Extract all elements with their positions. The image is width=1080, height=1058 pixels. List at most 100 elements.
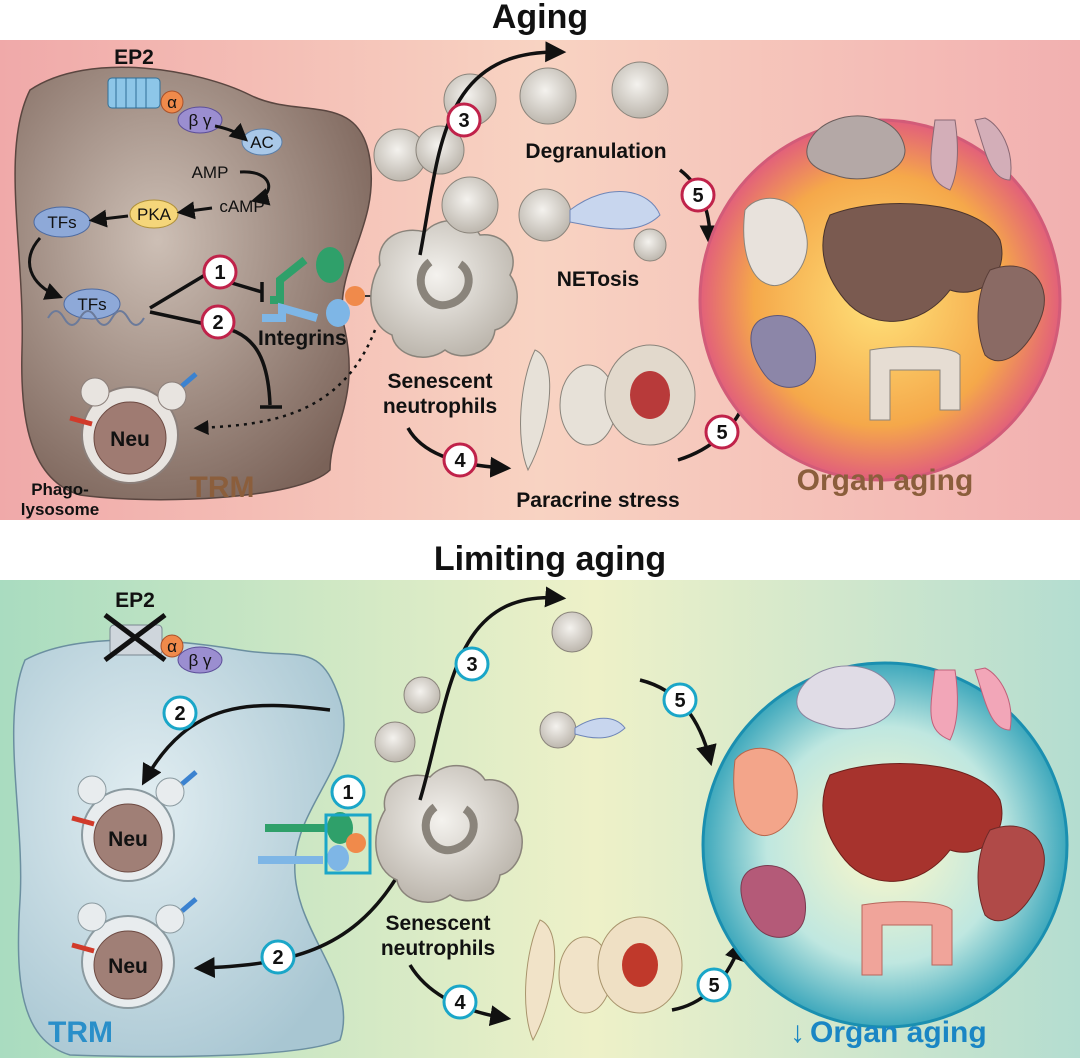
muscle-icon — [977, 265, 1045, 362]
tfs-label-lower: TFs — [77, 295, 106, 314]
beta-gamma-label-top: β γ — [188, 111, 212, 130]
organ-aging-label-top: Organ aging — [797, 464, 974, 497]
heart-icon — [743, 197, 808, 286]
pka-label: PKA — [137, 205, 172, 224]
g-alpha-subunit-bottom — [160, 634, 184, 658]
organs-top — [743, 115, 1045, 421]
ep2-label-bottom: EP2 — [115, 589, 155, 612]
senescent-label-top-line2: neutrophils — [383, 395, 497, 418]
alpha-label-top: α — [167, 93, 177, 112]
arrow-tfs-to-dna — [28, 236, 64, 300]
netosis-cells — [518, 188, 667, 262]
blocked-integrin-box — [324, 813, 372, 875]
phagolysosome-bottom-upper — [71, 770, 198, 882]
svg-text:3: 3 — [466, 654, 477, 676]
step-badge-3-top: 3 — [446, 102, 482, 138]
g-beta-gamma-top — [177, 106, 223, 134]
organ-aging-label-bottom: Organ aging — [810, 1016, 987, 1049]
neu-label-top: Neu — [110, 428, 150, 451]
tfs-label-upper: TFs — [47, 213, 76, 232]
svg-text:4: 4 — [454, 450, 466, 472]
lungs-icon — [930, 117, 1012, 191]
organ-aging-down-arrow: ↓ — [790, 1016, 805, 1049]
phagolysosome-label-line1: Phago- — [31, 480, 89, 499]
beta-gamma-label-bottom: β γ — [188, 651, 212, 670]
trm-label-top: TRM — [190, 471, 255, 504]
senescent-neutrophil-bottom — [375, 764, 523, 903]
step-badge-4-bottom: 4 — [442, 984, 478, 1020]
svg-text:1: 1 — [342, 782, 353, 804]
bottom-title: Limiting aging — [434, 540, 666, 578]
svg-text:5: 5 — [708, 975, 719, 997]
svg-text:5: 5 — [692, 185, 703, 207]
lungs-icon-bottom — [930, 667, 1012, 741]
paracrine-stress-label: Paracrine stress — [516, 489, 679, 512]
senescent-label-top-line1: Senescent — [387, 370, 492, 393]
degranulation-label: Degranulation — [525, 140, 666, 163]
phagocytosis-arrow-top — [193, 329, 377, 435]
paracrine-stress-cells — [520, 344, 696, 472]
svg-text:2: 2 — [174, 703, 185, 725]
liver-icon-bottom — [822, 763, 1003, 882]
svg-text:2: 2 — [212, 312, 223, 334]
senescent-label-bottom-line2: neutrophils — [381, 937, 495, 960]
healthy-cells-bottom — [525, 916, 683, 1042]
ep2-receptor-top — [107, 77, 161, 109]
degranulation-cells — [519, 61, 669, 125]
step-badge-5b-bottom: 5 — [696, 967, 732, 1003]
neutrophil-cluster-bottom — [374, 676, 441, 763]
senescent-neutrophil-top — [370, 219, 518, 358]
spleen-icon — [750, 315, 817, 388]
step-badge-5b-top: 5 — [704, 414, 740, 450]
liver-icon — [822, 203, 1003, 322]
dna-strand — [47, 310, 145, 326]
ac-label: AC — [250, 133, 274, 152]
neu-label-bottom-upper: Neu — [108, 828, 148, 851]
integrins-top — [262, 247, 378, 327]
trm-label-bottom: TRM — [48, 1016, 113, 1049]
arrow-step2a-bottom — [141, 703, 331, 786]
step-badge-2b-bottom: 2 — [260, 939, 296, 975]
svg-text:2: 2 — [272, 947, 283, 969]
brain-icon-bottom — [796, 665, 896, 730]
ac-node — [241, 128, 283, 156]
neu-label-bottom-lower: Neu — [108, 955, 148, 978]
arrow-g-to-ac — [214, 122, 249, 142]
heart-icon-bottom — [733, 747, 798, 836]
senescent-label-bottom-line1: Senescent — [385, 912, 490, 935]
netosis-label: NETosis — [557, 268, 639, 291]
step-badge-5a-top: 5 — [680, 177, 716, 213]
g-alpha-subunit-top — [160, 90, 184, 114]
organs-bottom — [733, 665, 1045, 976]
phagolysosome-bottom-lower — [71, 897, 198, 1009]
step-badge-5a-bottom: 5 — [662, 682, 698, 718]
step-badge-3-bottom: 3 — [454, 646, 490, 682]
neutrophil-cluster-top — [373, 73, 499, 234]
top-title: Aging — [492, 0, 588, 36]
arrow-step4-top — [406, 427, 512, 478]
ep2-label-top: EP2 — [114, 46, 154, 69]
integrins-bottom — [258, 812, 372, 875]
svg-text:5: 5 — [716, 422, 727, 444]
ep2-receptor-bottom — [103, 613, 167, 662]
brain-icon — [806, 115, 906, 180]
arrow-camp-to-pka — [176, 201, 213, 220]
intestine-icon — [869, 346, 961, 421]
phagolysosome-top — [69, 372, 198, 484]
svg-text:4: 4 — [454, 992, 466, 1014]
degranulation-cells-bottom — [539, 611, 626, 749]
arrow-step2b-bottom — [193, 879, 397, 979]
step-badge-2-top: 2 — [200, 304, 236, 340]
arrow-amp-to-camp — [239, 170, 271, 206]
integrins-label: Integrins — [258, 327, 347, 350]
svg-text:1: 1 — [214, 262, 225, 284]
g-beta-gamma-bottom — [177, 646, 223, 674]
amp-label: AMP — [192, 163, 229, 182]
svg-text:5: 5 — [674, 690, 685, 712]
muscle-icon-bottom — [977, 825, 1045, 922]
phagolysosome-label-line2: lysosome — [21, 500, 99, 519]
step-badge-1-top: 1 — [202, 254, 238, 290]
alpha-label-bottom: α — [167, 637, 177, 656]
